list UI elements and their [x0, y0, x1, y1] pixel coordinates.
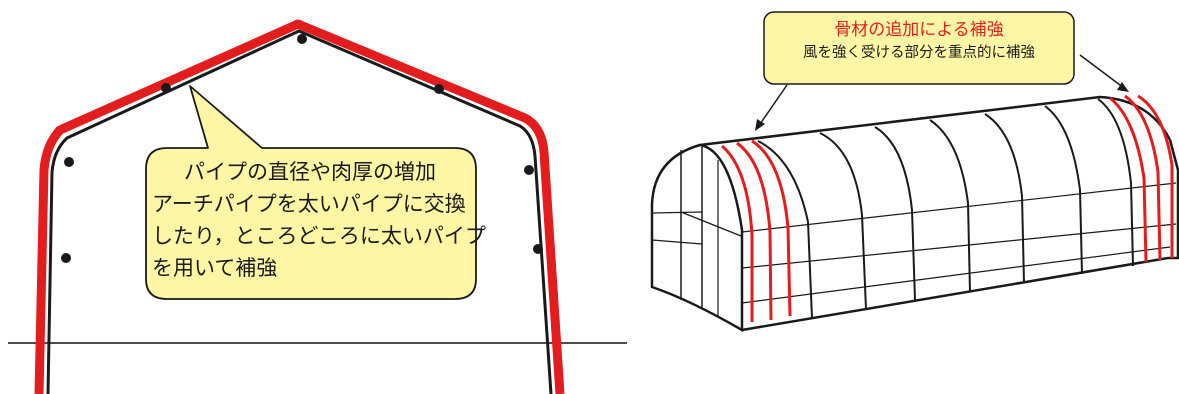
arch-rib — [819, 132, 867, 310]
arch-rib — [1097, 98, 1134, 267]
front-frame-line — [651, 239, 703, 245]
reinforcement-rib-red — [751, 139, 792, 317]
callout-line-3: したり，ところどころに太いパイプ — [152, 224, 486, 248]
reinforcement-rib-red — [1137, 94, 1174, 258]
roof-top-edge — [699, 95, 1172, 147]
callout-bubble — [145, 85, 477, 300]
arrow-head-right — [1117, 82, 1129, 92]
arch-rib — [929, 119, 971, 293]
reinforced-pipe-red — [34, 19, 565, 394]
front-frame-line — [651, 211, 703, 214]
arch-cross-section — [8, 19, 627, 394]
reinforcement-rib-red — [1124, 94, 1162, 261]
note-title: 骨材の追加による補強 — [834, 20, 1004, 40]
pipe-joint — [297, 34, 307, 44]
note-box — [763, 11, 1075, 85]
arrow-head-left — [755, 119, 765, 131]
reinforcement-rib-red — [1109, 96, 1148, 263]
pipe-joint — [434, 84, 444, 94]
callout-text: パイプの直径や肉厚の増加 アーチパイプを太いパイプに交換 したり，ところどころに… — [152, 156, 486, 284]
pipe-joint — [524, 165, 534, 175]
side-purlin — [741, 182, 1177, 233]
note-body: 風を強く受ける部分を重点的に補強 — [803, 45, 1035, 61]
arch-rib — [984, 113, 1025, 284]
callout-line-2: アーチパイプを太いパイプに交換 — [152, 192, 466, 216]
arch-rib — [757, 140, 813, 319]
greenhouse-front-face — [650, 143, 744, 333]
pipe-joint — [533, 244, 543, 254]
front-frame-line — [680, 211, 742, 237]
pipe-joint — [61, 253, 71, 263]
arch-rib — [874, 126, 916, 301]
reinforcement-rib-red — [721, 144, 754, 322]
side-purlin — [741, 223, 1177, 269]
greenhouse-drawing — [650, 54, 1179, 333]
note-arrow-right — [1079, 54, 1125, 89]
reinforcement-rib-red — [736, 141, 773, 321]
callout-line-4: を用いて補強 — [152, 256, 278, 280]
pipe-joint — [161, 83, 171, 93]
note-text: 骨材の追加による補強 風を強く受ける部分を重点的に補強 — [766, 18, 1072, 64]
callout-line-1: パイプの直径や肉厚の増加 — [184, 160, 436, 184]
side-purlin — [741, 246, 1171, 304]
greenhouse-base-line — [741, 256, 1169, 332]
arch-rib — [1044, 105, 1083, 275]
note-arrow-left — [757, 84, 788, 128]
original-pipe-black — [46, 29, 553, 394]
pipe-joint — [64, 157, 74, 167]
